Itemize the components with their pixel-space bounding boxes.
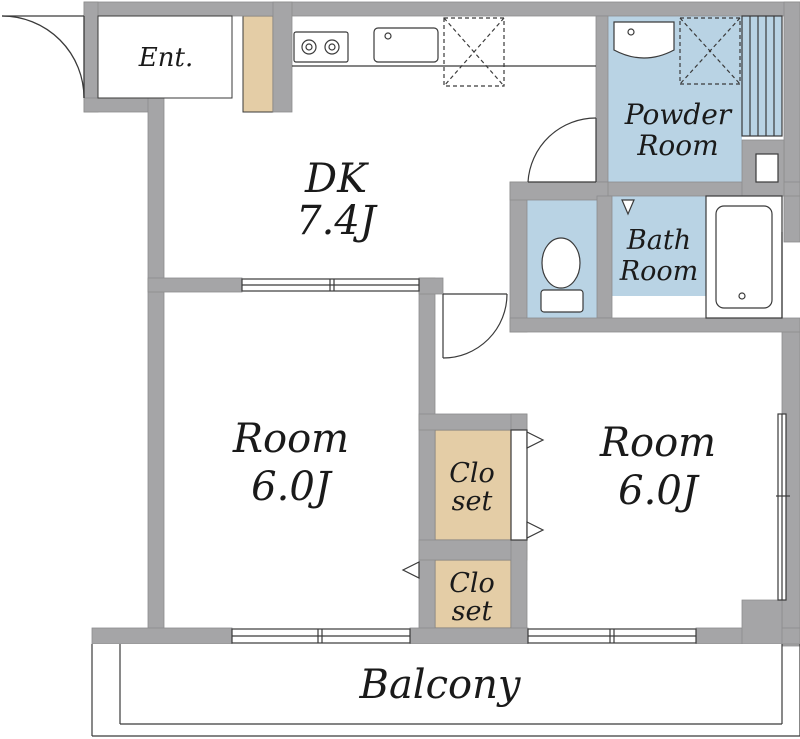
dk-name-label: DK — [304, 156, 369, 202]
sliding-doors — [231, 278, 790, 644]
left-room-size-label: 6.0J — [251, 464, 333, 510]
closet-upper-label-1: Clo — [449, 458, 495, 489]
toilet-fixture — [540, 237, 584, 313]
kitchen-counter — [292, 17, 596, 87]
right-room-size-label: 6.0J — [618, 468, 700, 514]
bath-room-label-1: Bath — [626, 225, 691, 256]
closet-doors — [401, 429, 545, 579]
shoe-cabinet — [242, 15, 274, 113]
dk-size-label: 7.4J — [296, 198, 378, 244]
powder-room-door — [527, 117, 597, 183]
balcony — [91, 644, 800, 737]
bath-fixtures — [621, 195, 783, 319]
entrance-label: Ent. — [138, 43, 193, 73]
walls — [83, 1, 800, 647]
left-room-name-label: Room — [232, 416, 349, 462]
powder-room-fixtures — [613, 15, 783, 183]
closet-upper-label-2: set — [452, 486, 493, 517]
balcony-label: Balcony — [359, 662, 522, 708]
entrance-floor — [97, 15, 233, 99]
closet-lower-label-2: set — [452, 596, 493, 627]
powder-room-label-2: Room — [636, 129, 718, 162]
entrance-door — [1, 15, 85, 99]
powder-room-label-1: Powder — [624, 98, 733, 131]
right-room-name-label: Room — [599, 420, 716, 466]
right-room-door — [442, 293, 508, 359]
closet-lower-label-1: Clo — [449, 568, 495, 599]
bath-room-label-2: Room — [619, 256, 698, 287]
